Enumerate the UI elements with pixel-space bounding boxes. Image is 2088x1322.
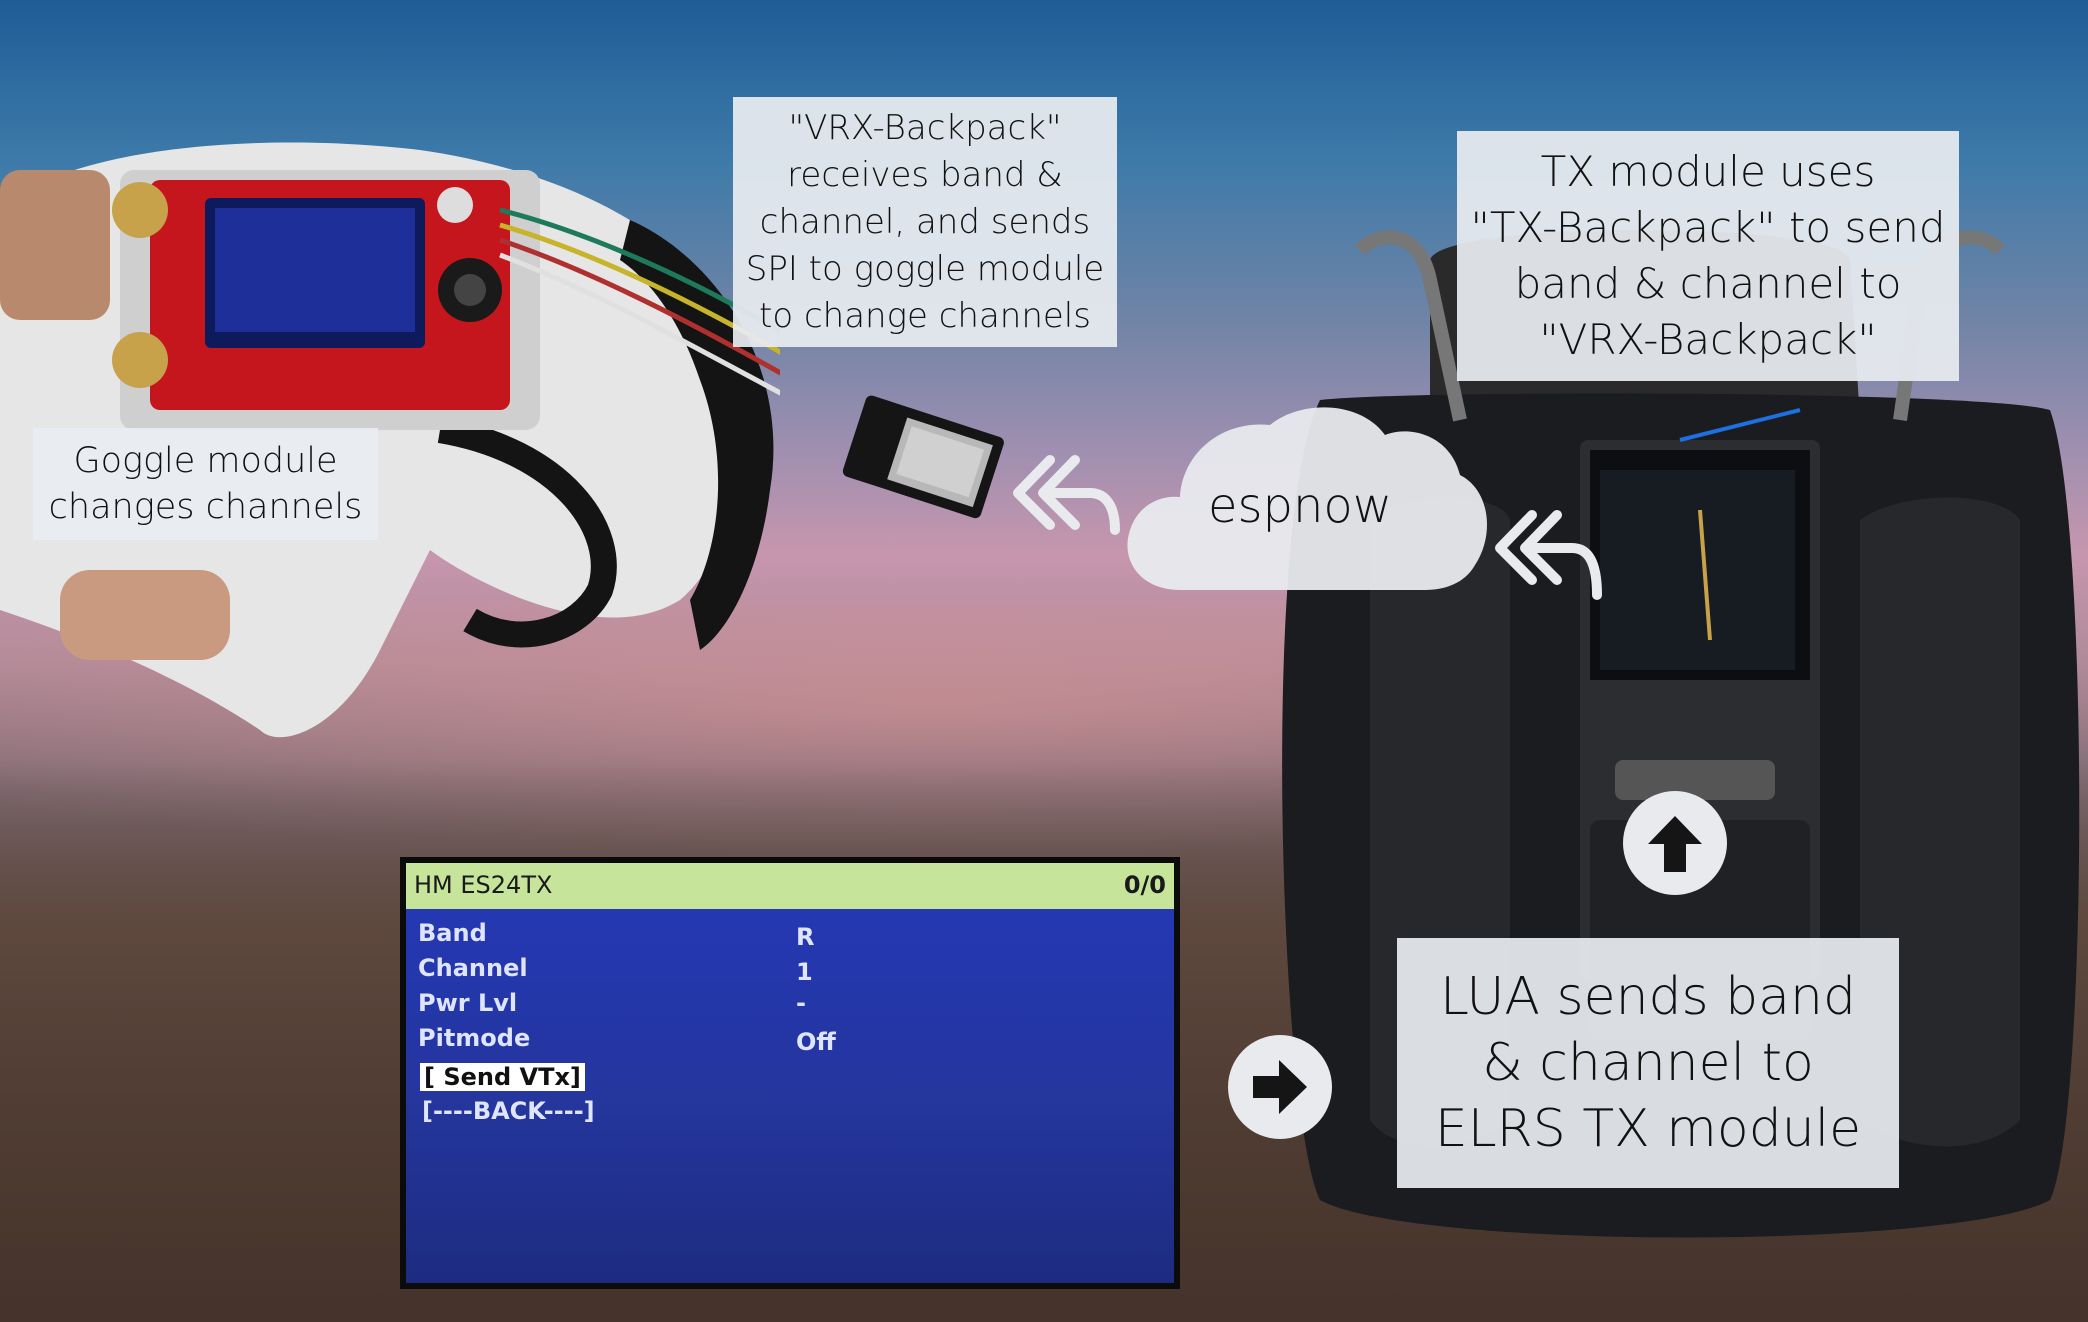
row-value-pitmode[interactable]: Off <box>796 1028 836 1056</box>
cloud-label: espnow <box>1207 478 1393 534</box>
row-label-pitmode: Pitmode <box>418 1024 531 1052</box>
back-arrow-icon <box>1495 510 1602 600</box>
row-label-pwr: Pwr Lvl <box>418 989 518 1017</box>
lua-screen-count: 0/0 <box>1123 871 1166 899</box>
send-vtx-button[interactable]: [ Send VTx] <box>420 1063 585 1091</box>
lua-screen-body: HM ES24TX 0/0 Band R Channel 1 Pwr Lvl -… <box>406 863 1174 1283</box>
row-label-channel: Channel <box>418 954 528 982</box>
goggle-module-label: Goggle module changes channels <box>33 428 378 540</box>
lua-label: LUA sends band & channel to ELRS TX modu… <box>1397 938 1899 1188</box>
tx-module-text: TX module uses "TX-Backpack" to send ban… <box>1470 147 1946 364</box>
vrx-backpack-label: "VRX-Backpack" receives band & channel, … <box>733 97 1117 347</box>
row-value-channel[interactable]: 1 <box>796 958 813 986</box>
row-value-band[interactable]: R <box>796 923 815 951</box>
lua-text: LUA sends band & channel to ELRS TX modu… <box>1434 967 1862 1159</box>
up-arrow-icon <box>1623 791 1727 895</box>
right-arrow-icon <box>1228 1035 1332 1139</box>
row-value-pwr[interactable]: - <box>796 989 806 1017</box>
lua-screen: HM ES24TX 0/0 Band R Channel 1 Pwr Lvl -… <box>400 857 1180 1289</box>
lua-screen-title: HM ES24TX <box>414 871 553 899</box>
lua-screen-header: HM ES24TX 0/0 <box>406 863 1174 909</box>
row-label-band: Band <box>418 919 487 947</box>
vrx-backpack-text: "VRX-Backpack" receives band & channel, … <box>745 107 1105 336</box>
back-button[interactable]: [----BACK----] <box>422 1097 595 1125</box>
goggle-module-text: Goggle module changes channels <box>48 441 363 527</box>
esp-board <box>842 395 1004 519</box>
cloud-icon <box>1127 407 1487 590</box>
back-arrow-icon <box>1013 455 1120 535</box>
tx-module-label: TX module uses "TX-Backpack" to send ban… <box>1457 131 1959 381</box>
